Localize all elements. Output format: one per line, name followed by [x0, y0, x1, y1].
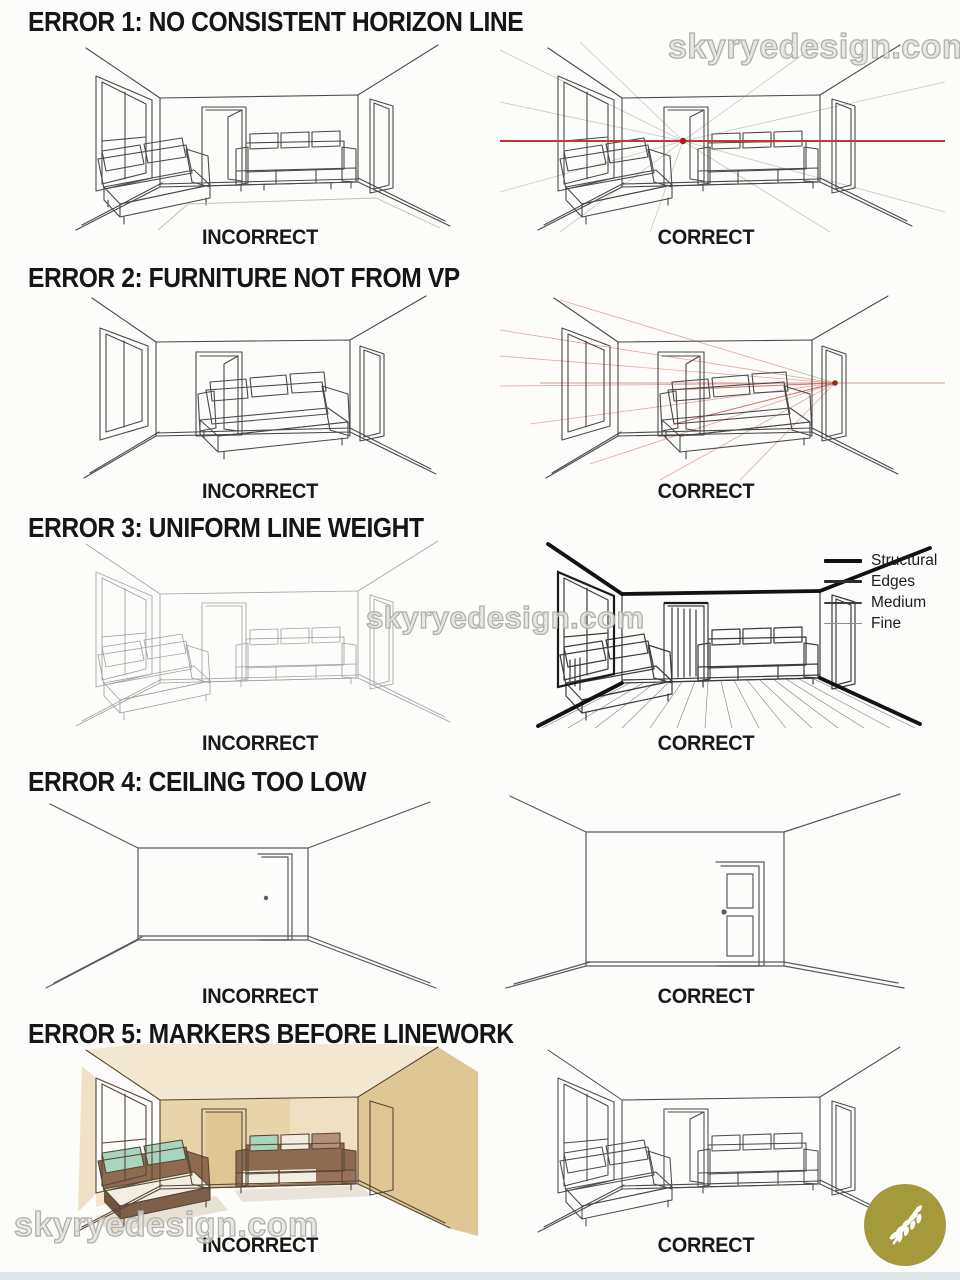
legend-label: Structural	[871, 551, 938, 569]
wheat-logo-badge	[864, 1184, 946, 1266]
legend-label: Fine	[871, 614, 902, 632]
room-linework	[537, 44, 913, 231]
bottom-edge-strip	[0, 1272, 960, 1280]
section5-heading: ERROR 5: MARKERS BEFORE LINEWORK	[28, 1018, 514, 1049]
room-linework	[545, 295, 899, 479]
construction-rays-dark	[667, 382, 836, 425]
sketch-error1-incorrect	[38, 42, 478, 232]
medium-line-sample	[824, 601, 862, 604]
sketch-error5-incorrect	[38, 1044, 478, 1236]
sketch-error2-correct	[500, 294, 945, 480]
sketch-error3-incorrect	[38, 538, 478, 728]
section3-heading: ERROR 3: UNIFORM LINE WEIGHT	[28, 512, 424, 543]
caption-error2-correct: CORRECT	[657, 480, 755, 503]
caption-error1-incorrect: INCORRECT	[201, 226, 319, 249]
legend-label: Medium	[871, 593, 927, 611]
legend-row-medium: Medium	[824, 592, 937, 613]
caption-error5-correct: CORRECT	[657, 1234, 755, 1257]
edge-lines	[556, 570, 708, 689]
watermark-bottom-left: skyryedesign.com	[13, 1205, 319, 1244]
sketch-error3-correct	[500, 538, 940, 728]
legend-row-fine: Fine	[824, 613, 937, 634]
watermark-middle: skyryedesign.com	[365, 599, 645, 635]
structural-lines	[536, 542, 932, 728]
room-linework-correct-ceiling	[505, 793, 905, 989]
sketch-error2-incorrect	[38, 294, 478, 480]
construction-rays	[500, 42, 945, 232]
vanishing-point-dot	[679, 137, 687, 145]
edges-line-sample	[824, 580, 862, 583]
section1-heading: ERROR 1: NO CONSISTENT HORIZON LINE	[28, 6, 524, 37]
fine-line-sample	[824, 623, 862, 624]
room-linework-uniform	[75, 540, 451, 727]
rug-outline	[157, 197, 441, 231]
vanishing-point-dot	[832, 380, 838, 386]
section4-heading: ERROR 4: CEILING TOO LOW	[28, 766, 367, 797]
room-linework	[75, 1046, 451, 1233]
room-linework	[537, 1046, 913, 1233]
legend-row-structural: Structural	[824, 550, 937, 571]
room-linework	[75, 44, 451, 231]
caption-error4-incorrect: INCORRECT	[201, 985, 319, 1008]
sketch-error1-correct	[500, 42, 945, 232]
room-linework-low-ceiling	[45, 801, 437, 989]
caption-error3-incorrect: INCORRECT	[201, 732, 319, 755]
caption-error2-incorrect: INCORRECT	[201, 480, 319, 503]
floor-hatching	[541, 677, 916, 728]
wheat-icon	[889, 1205, 922, 1245]
sketch-error4-incorrect	[38, 790, 478, 990]
caption-error1-correct: CORRECT	[657, 226, 755, 249]
legend-row-edges: Edges	[824, 571, 937, 592]
room-linework	[83, 295, 437, 479]
structural-line-sample	[824, 558, 862, 563]
sketch-error4-correct	[500, 790, 945, 990]
watermark-top-right: skyryedesign.com	[667, 27, 960, 66]
legend-label: Edges	[871, 572, 915, 590]
caption-error5-incorrect: INCORRECT	[201, 1234, 319, 1257]
line-weight-legend: Structural Edges Medium Fine	[824, 550, 937, 634]
section2-heading: ERROR 2: FURNITURE NOT FROM VP	[28, 262, 460, 293]
caption-error3-correct: CORRECT	[657, 732, 755, 755]
caption-error4-correct: CORRECT	[657, 985, 755, 1008]
marker-color-fills	[78, 1044, 478, 1236]
